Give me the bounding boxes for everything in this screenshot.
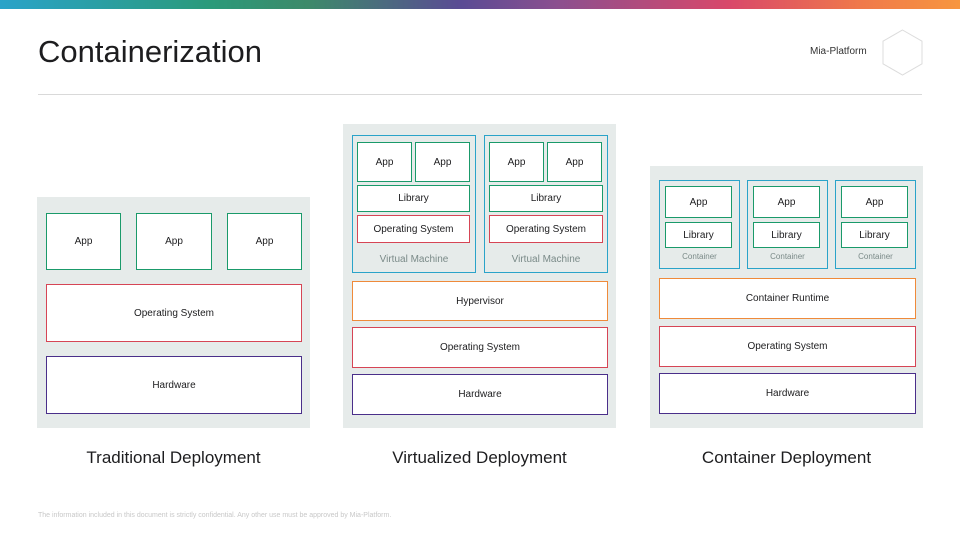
vm-os-box: Operating System <box>357 215 470 243</box>
traditional-os-box: Operating System <box>46 284 302 342</box>
virtualized-caption: Virtualized Deployment <box>392 448 567 467</box>
container-frame <box>747 180 828 269</box>
vm-app-box: App <box>415 142 470 182</box>
vm-app-box: App <box>489 142 544 182</box>
slide-title: Containerization <box>38 34 263 69</box>
container-os-box: Operating System <box>659 326 916 367</box>
virtual-machine-label: Virtual Machine <box>511 254 581 265</box>
vm-library-box: Library <box>489 185 603 212</box>
container-app-box: App <box>665 186 732 218</box>
container-library-box: Library <box>753 222 820 248</box>
container-library-box: Library <box>665 222 732 248</box>
virtual-machine-frame <box>352 135 476 273</box>
container-caption: Container Deployment <box>701 448 872 467</box>
traditional-hardware-box: Hardware <box>46 356 302 414</box>
container-frame <box>659 180 740 269</box>
header-divider <box>38 94 922 95</box>
container-runtime-box: Container Runtime <box>659 278 916 319</box>
container-label: Container <box>858 252 893 261</box>
vm-app-box: App <box>547 142 602 182</box>
virtualized-hardware-box: Hardware <box>352 374 608 415</box>
container-hardware-box: Hardware <box>659 373 916 414</box>
virtualized-os-box: Operating System <box>352 327 608 368</box>
container-frame <box>835 180 916 269</box>
vm-library-box: Library <box>357 185 470 212</box>
traditional-app-box: App <box>46 213 121 270</box>
container-label: Container <box>770 252 805 261</box>
vm-app-box: App <box>357 142 412 182</box>
container-library-box: Library <box>841 222 908 248</box>
confidentiality-footer: The information included in this documen… <box>38 512 392 519</box>
hypervisor-box: Hypervisor <box>352 281 608 321</box>
traditional-app-box: App <box>136 213 212 270</box>
traditional-app-box: App <box>227 213 302 270</box>
vm-os-box: Operating System <box>489 215 603 243</box>
container-label: Container <box>682 252 717 261</box>
brand-name: Mia-Platform <box>810 46 867 57</box>
virtual-machine-frame <box>484 135 608 273</box>
container-app-box: App <box>841 186 908 218</box>
hexagon-logo-icon <box>882 29 923 76</box>
brand-gradient-bar <box>0 0 960 9</box>
container-app-box: App <box>753 186 820 218</box>
virtual-machine-label: Virtual Machine <box>379 254 449 265</box>
traditional-caption: Traditional Deployment <box>86 448 261 467</box>
